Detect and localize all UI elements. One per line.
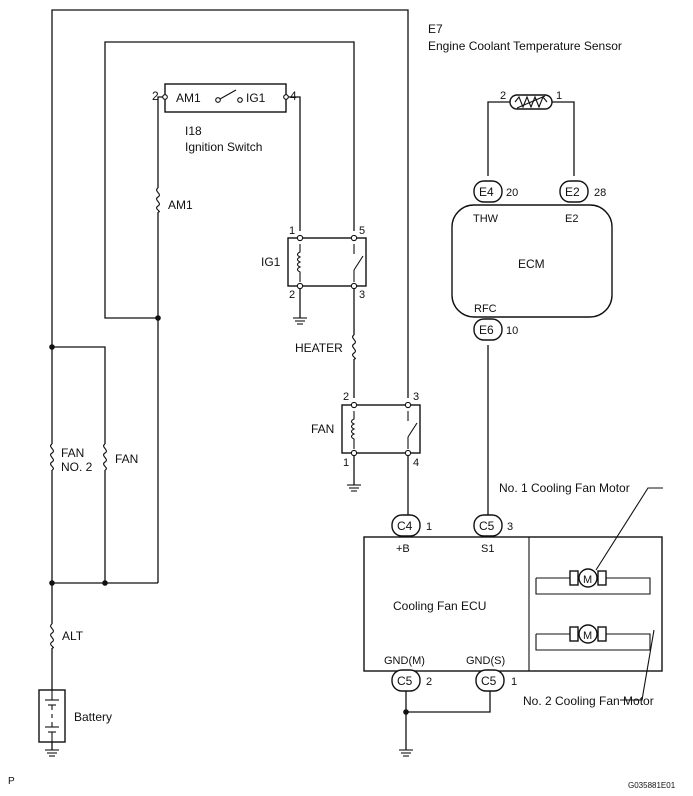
motor-2-label: No. 2 Cooling Fan Motor (523, 694, 654, 708)
ig1-relay-label: IG1 (261, 255, 281, 269)
motor-symbol: M (583, 574, 592, 586)
battery-symbol (38, 689, 66, 743)
sensor-code: E7 (428, 22, 443, 36)
fuse-symbols (48, 187, 358, 649)
fan-ecu-terminal-b: +B (396, 543, 410, 555)
connector-c4-pin: 1 (426, 521, 432, 533)
junction-dot (49, 344, 55, 350)
connector-c4 (391, 514, 421, 537)
junctions (49, 315, 409, 715)
connector-c5-gndm (391, 669, 421, 692)
fuse-fan-no2-label-line2: NO. 2 (61, 460, 93, 474)
fuse-fan-no2-label: FAN (61, 446, 84, 460)
ecm-terminal-thw: THW (473, 213, 499, 225)
junction-dot (49, 580, 55, 586)
ground-symbol (45, 749, 59, 757)
fan-relay-pin: 4 (413, 457, 419, 469)
fan-ecu-terminal-s1: S1 (481, 543, 494, 555)
battery-label: Battery (74, 710, 112, 724)
connector-e4 (473, 180, 503, 203)
ecm-box (451, 204, 613, 318)
ignition-switch (162, 83, 289, 113)
sensor-pin-1: 1 (556, 90, 562, 102)
motor-2-leader (620, 629, 655, 701)
fan-relay-pin: 3 (413, 391, 419, 403)
ig1-relay-pin: 3 (359, 289, 365, 301)
wires (51, 9, 575, 750)
footer-left: P (8, 776, 15, 787)
ignition-pin-2: 2 (152, 89, 159, 103)
motor-1-leader (595, 487, 663, 571)
connector-c5-pin: 3 (507, 521, 513, 533)
connector-c5-code: C5 (397, 674, 413, 688)
thermistor-symbol (509, 94, 553, 110)
ig1-relay (287, 234, 367, 290)
ig1-relay-pin: 5 (359, 225, 365, 237)
connector-e4-code: E4 (479, 185, 494, 199)
connector-e6-pin: 10 (506, 325, 518, 337)
connector-c5-gnds (475, 669, 505, 692)
connector-c5-s1 (473, 514, 503, 537)
ground-symbol (347, 484, 361, 492)
fan-ecu-label: Cooling Fan ECU (393, 599, 486, 613)
ignition-switch-code: I18 (185, 124, 202, 138)
connector-c5-pin: 2 (426, 676, 432, 688)
ig1-relay-pin: 2 (289, 289, 295, 301)
fan-relay (341, 401, 421, 457)
fan-relay-pin: 2 (343, 391, 349, 403)
fan-relay-pin: 1 (343, 457, 349, 469)
connector-e4-pin: 20 (506, 187, 518, 199)
sensor-pin-2: 2 (500, 90, 506, 102)
connector-e2-pin: 28 (594, 187, 606, 199)
fuse-heater-label: HEATER (295, 341, 343, 355)
fan-ecu-terminal-gnds: GND(S) (466, 655, 505, 667)
connector-c5-code: C5 (481, 674, 497, 688)
fan-ecu-terminal-gndm: GND(M) (384, 655, 425, 667)
connector-e6-code: E6 (479, 323, 494, 337)
ground-symbol (399, 749, 413, 757)
fan-ecu-box (363, 536, 663, 672)
fan-relay-label: FAN (311, 422, 334, 436)
connector-e2-code: E2 (565, 185, 580, 199)
ecm-terminal-e2: E2 (565, 213, 578, 225)
junction-dot (102, 580, 108, 586)
ecm-terminal-rfc: RFC (474, 303, 497, 315)
fan-motor-2 (535, 624, 651, 651)
ecm-label: ECM (518, 257, 545, 271)
connector-c5-pin: 1 (511, 676, 517, 688)
fuse-am1-label: AM1 (168, 198, 193, 212)
connector-e2 (559, 180, 589, 203)
ignition-contact-ig1: IG1 (246, 91, 266, 105)
ignition-contact-am1: AM1 (176, 91, 201, 105)
ignition-pin-4: 4 (290, 89, 297, 103)
motor-1-label: No. 1 Cooling Fan Motor (499, 481, 630, 495)
fuse-alt-label: ALT (62, 629, 84, 643)
motor-symbol: M (583, 630, 592, 642)
fan-motor-1 (535, 568, 651, 595)
connector-c4-code: C4 (397, 519, 413, 533)
fuse-fan-label: FAN (115, 452, 138, 466)
connector-e6 (473, 318, 503, 341)
footer-code: G035881E01 (628, 781, 676, 790)
ignition-switch-name: Ignition Switch (185, 140, 262, 154)
junction-dot (155, 315, 161, 321)
junction-dot (403, 709, 409, 715)
ground-symbol (293, 317, 307, 325)
connector-c5-code: C5 (479, 519, 495, 533)
ig1-relay-pin: 1 (289, 225, 295, 237)
sensor-name: Engine Coolant Temperature Sensor (428, 39, 622, 53)
